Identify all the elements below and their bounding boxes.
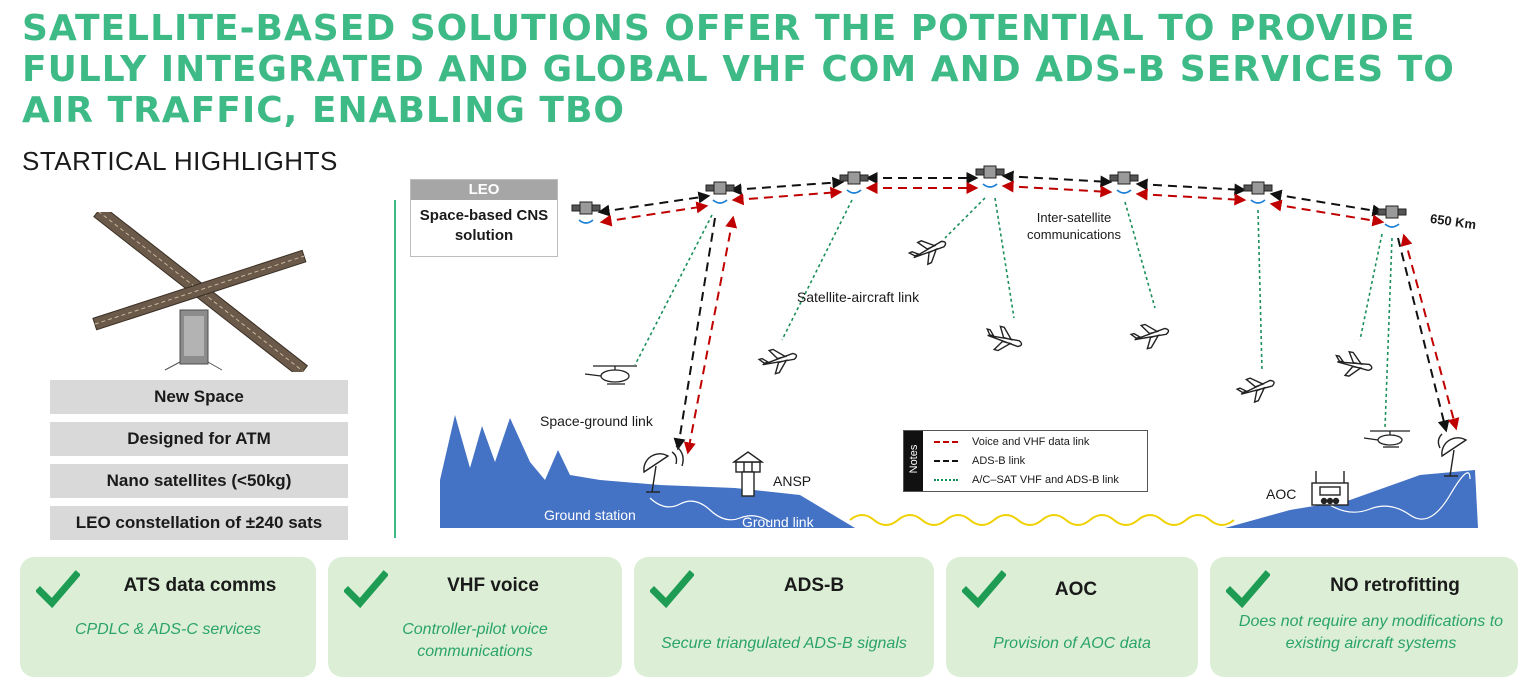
isl-black-6	[1269, 189, 1385, 217]
legend-swatch-black	[934, 460, 958, 462]
acsat-link-4	[994, 197, 1015, 319]
card-ads-b: ADS-B Secure triangulated ADS-B signals	[634, 557, 934, 677]
legend-label: Voice and VHF data link	[972, 436, 1090, 448]
ground-station-cable	[649, 497, 771, 523]
card-title: AOC	[1054, 579, 1098, 600]
legend-item-voice: Voice and VHF data link	[934, 436, 1089, 448]
satellite-icon	[705, 181, 735, 204]
satellite-icon	[975, 165, 1005, 188]
highlight-designed-for-atm: Designed for ATM	[50, 422, 348, 456]
legend-label: A/C–SAT VHF and ADS-B link	[972, 474, 1119, 486]
legend-title: Notes	[908, 444, 920, 474]
card-title: NO retrofitting	[1330, 575, 1460, 596]
sgl-red-right	[1400, 233, 1460, 431]
isl-red-6	[1269, 199, 1385, 227]
page-title: SATELLITE-BASED SOLUTIONS OFFER THE POTE…	[22, 8, 1455, 131]
isl-black-4	[1001, 170, 1113, 188]
card-title: VHF voice	[447, 575, 539, 596]
legend-label: ADS-B link	[972, 455, 1026, 467]
card-description: CPDLC & ADS-C services	[74, 621, 262, 638]
acsat-link-8	[1384, 237, 1393, 429]
terrain-left	[440, 415, 855, 528]
acsat-link-5	[1124, 201, 1156, 309]
acsat-link-2	[781, 199, 853, 341]
legend-item-acsat: A/C–SAT VHF and ADS-B link	[934, 474, 1119, 486]
acsat-link-6	[1257, 209, 1263, 371]
section-subtitle: STARTICAL HIGHLIGHTS	[22, 146, 338, 176]
satellite-icon	[1243, 181, 1273, 204]
card-description: Provision of AOC data	[993, 635, 1151, 652]
isl-black-1	[597, 191, 711, 217]
airplane-icon	[1129, 323, 1170, 350]
isl-red-4	[1001, 180, 1113, 198]
airplane-icon	[907, 240, 947, 266]
satellite-icon	[839, 171, 869, 194]
leo-header: LEO	[411, 180, 557, 200]
inter-satellite-label: Inter-satellite communications	[1027, 210, 1121, 242]
legend-item-adsb: ADS-B link	[934, 455, 1025, 467]
control-tower-icon	[731, 451, 765, 497]
legend-swatch-green	[934, 479, 958, 481]
card-description: Does not require any modifications to ex…	[1238, 613, 1504, 652]
highlight-nano-satellites: Nano satellites (<50kg)	[50, 464, 348, 498]
checkmark-icon	[962, 570, 1006, 609]
checkmark-icon	[36, 570, 80, 609]
checkmark-icon	[650, 570, 694, 609]
satellite-illustration	[92, 212, 309, 372]
aoc-cable	[1329, 472, 1471, 520]
checkmark-icon	[1226, 570, 1270, 609]
airplane-icon	[1335, 350, 1373, 377]
card-description: Controller-pilot voice communications	[402, 621, 548, 660]
highlight-leo-constellation: LEO constellation of ±240 sats	[50, 506, 348, 540]
acsat-link-3	[944, 197, 986, 239]
card-vhf-voice: VHF voice Controller-pilot voice communi…	[328, 557, 622, 677]
card-description: Secure triangulated ADS-B signals	[661, 635, 907, 652]
satellite-aircraft-label: Satellite-aircraft link	[796, 289, 920, 305]
legend-swatch-red	[934, 441, 958, 443]
airplane-icon	[986, 325, 1023, 352]
satellite-icon	[571, 201, 601, 224]
ground-link-label: Ground link	[742, 514, 814, 530]
legend-title-bar: Notes	[904, 431, 923, 491]
isl-black-2	[729, 176, 845, 196]
satellite-icon	[1109, 171, 1139, 194]
acsat-link-1	[634, 214, 713, 366]
isl-red-5	[1135, 188, 1247, 206]
satellite-icon	[1377, 205, 1407, 228]
ground-station-dish-icon	[1437, 433, 1468, 477]
airplane-icon	[1235, 377, 1275, 404]
airplane-icon	[757, 348, 798, 375]
helicopter-icon	[1363, 430, 1410, 448]
aoc-label: AOC	[1266, 486, 1297, 502]
isl-red-1	[599, 201, 709, 227]
aoc-building-icon	[1311, 471, 1349, 506]
legend: Notes Voice and VHF data link ADS-B link…	[903, 430, 1148, 492]
ansp-label: ANSP	[773, 473, 812, 489]
sgl-black-left	[673, 217, 716, 451]
card-title: ADS-B	[783, 575, 845, 596]
card-title: ATS data comms	[123, 575, 277, 596]
section-divider	[394, 200, 396, 538]
ground-station-label: Ground station	[544, 507, 636, 523]
sgl-black-right	[1397, 237, 1450, 433]
sgl-red-left	[683, 215, 738, 455]
ground-station-dish-icon	[643, 445, 684, 493]
card-no-retrofitting: NO retrofitting Does not require any mod…	[1210, 557, 1518, 677]
isl-black-5	[1135, 178, 1247, 196]
leo-info-box: LEO Space-based CNS solution	[410, 179, 558, 257]
helicopter-icon	[584, 365, 637, 385]
card-ats-data-comms: ATS data comms CPDLC & ADS-C services	[20, 557, 316, 677]
ground-link-wave	[849, 514, 1235, 526]
card-aoc: AOC Provision of AOC data	[946, 557, 1198, 677]
checkmark-icon	[344, 570, 388, 609]
highlight-new-space: New Space	[50, 380, 348, 414]
isl-red-2	[731, 186, 843, 206]
leo-body: Space-based CNS solution	[419, 207, 549, 244]
space-ground-label: Space-ground link	[540, 413, 653, 429]
terrain-right	[1225, 470, 1478, 528]
acsat-link-7	[1359, 233, 1383, 341]
